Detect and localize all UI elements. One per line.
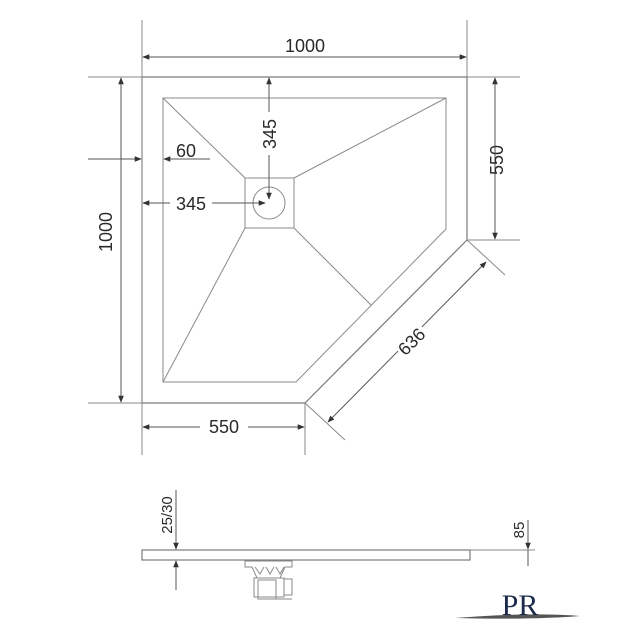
dim-overall-depth: 1000 (96, 212, 116, 252)
slope-line (162, 227, 246, 383)
slope-line (162, 97, 246, 179)
dim-overall-width: 1000 (285, 36, 325, 56)
dim-drain-height: 85 (511, 522, 528, 539)
dim-right-side: 550 (487, 145, 507, 175)
dim-drain-offset-y: 345 (260, 119, 280, 149)
slope-line (293, 97, 447, 179)
tray-side-profile (141, 549, 471, 561)
logo-text: PR (502, 589, 539, 622)
drain-trap-icon (244, 560, 293, 600)
side-view: 25/30 85 (141, 490, 535, 600)
brand-logo: PR (455, 589, 580, 622)
dim-thickness: 25/30 (159, 496, 176, 534)
dim-bottom-side: 550 (209, 417, 239, 437)
dim-rim-width: 60 (176, 141, 196, 161)
top-view: 1000 1000 550 550 636 60 345 345 (88, 20, 520, 455)
slope-line (293, 227, 372, 306)
tray-outline (141, 76, 468, 404)
dim-drain-offset-x: 345 (176, 194, 206, 214)
